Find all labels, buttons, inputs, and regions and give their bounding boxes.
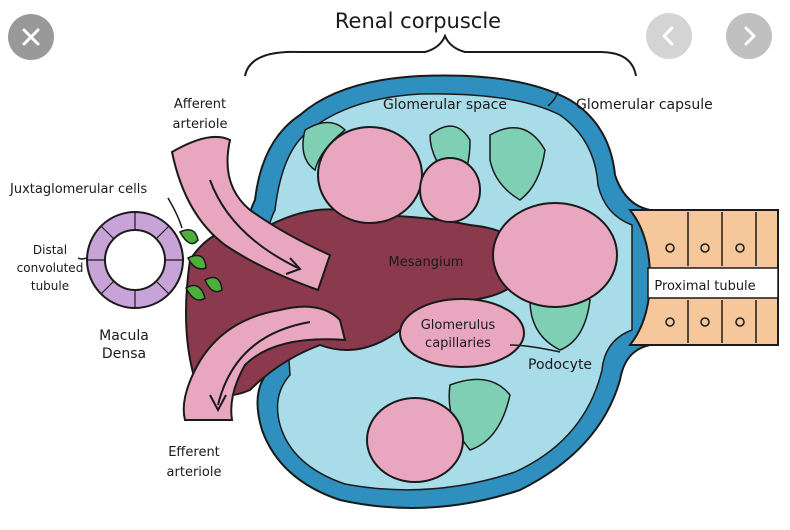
label-distal: Distal [33, 243, 67, 257]
close-button[interactable] [8, 14, 54, 60]
label-afferent: Afferent [174, 97, 226, 112]
label-distal-convoluted: convoluted [17, 261, 84, 275]
label-glomerular-space: Glomerular space [383, 97, 507, 113]
label-podocyte: Podocyte [528, 357, 592, 373]
label-macula-densa: Densa [102, 346, 146, 362]
leader-lines [77, 91, 561, 353]
label-mesangium: Mesangium [389, 255, 464, 270]
label-distal-tubule: tubule [31, 279, 69, 293]
efferent-flow-arrow [217, 321, 311, 406]
distal-convoluted-tubule [86, 211, 184, 309]
label-renal-corpuscle: Renal corpuscle [335, 9, 501, 33]
juxtaglomerular-cells [178, 229, 223, 301]
afferent-arteriole [170, 136, 332, 292]
next-button[interactable] [726, 13, 772, 59]
close-icon [22, 28, 40, 46]
label-juxtaglomerular-cells: Juxtaglomerular cells [9, 182, 147, 197]
chevron-left-icon [662, 26, 674, 46]
afferent-flow-arrow [209, 179, 299, 269]
label-afferent-arteriole: arteriole [173, 117, 228, 132]
renal-corpuscle-bracket [244, 33, 637, 77]
efferent-arteriole [182, 305, 347, 421]
proximal-tubule [627, 209, 779, 346]
label-macula: Macula [99, 328, 149, 344]
label-glomerulus-capillaries: capillaries [425, 336, 491, 351]
previous-button[interactable] [646, 13, 692, 59]
label-glomerulus: Glomerulus [421, 318, 496, 333]
label-glomerular-capsule: Glomerular capsule [576, 97, 713, 113]
glomerulus-capillaries [317, 126, 618, 483]
chevron-right-icon [744, 26, 756, 46]
label-efferent: Efferent [168, 445, 220, 460]
label-efferent-arteriole: arteriole [167, 465, 222, 480]
label-proximal-tubule: Proximal tubule [654, 279, 755, 294]
